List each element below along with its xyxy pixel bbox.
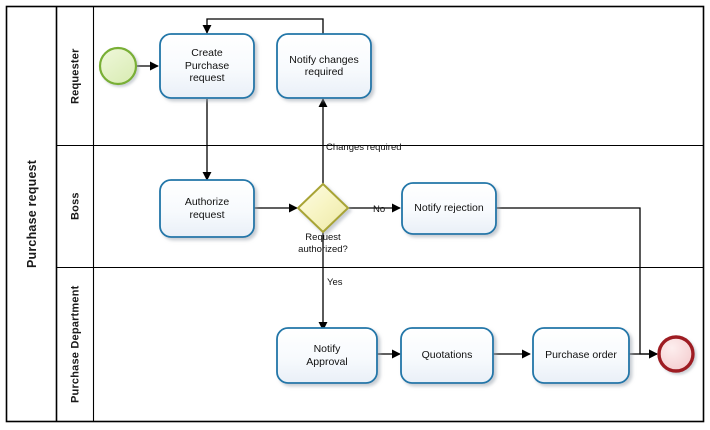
task-notify-rejection[interactable] <box>401 182 497 235</box>
flow-label-no: No <box>373 204 386 215</box>
start-event[interactable] <box>98 46 138 86</box>
exclusive-gateway-request-authorized[interactable] <box>296 182 350 234</box>
pool-label: Purchase request <box>25 159 39 269</box>
gateway-label-request-authorized: Request authorized? <box>298 232 348 255</box>
flow-label-changes-required: Changes required <box>326 142 402 153</box>
lane-label-boss: Boss <box>69 192 82 221</box>
lane-label-requester: Requester <box>69 48 82 104</box>
flow-label-yes: Yes <box>327 277 343 288</box>
task-quotations[interactable] <box>400 327 494 384</box>
task-notify-changes-required[interactable] <box>276 33 372 99</box>
lane-label-purchase-department: Purchase Department <box>69 285 82 404</box>
task-purchase-order[interactable] <box>532 327 630 384</box>
end-event[interactable] <box>657 335 695 373</box>
sequence-flows <box>136 18 658 359</box>
flow-notify-changes-loop-back <box>202 18 324 35</box>
task-authorize-request[interactable] <box>159 179 255 238</box>
task-notify-approval[interactable] <box>276 327 378 384</box>
task-create-purchase-request[interactable] <box>159 33 255 99</box>
